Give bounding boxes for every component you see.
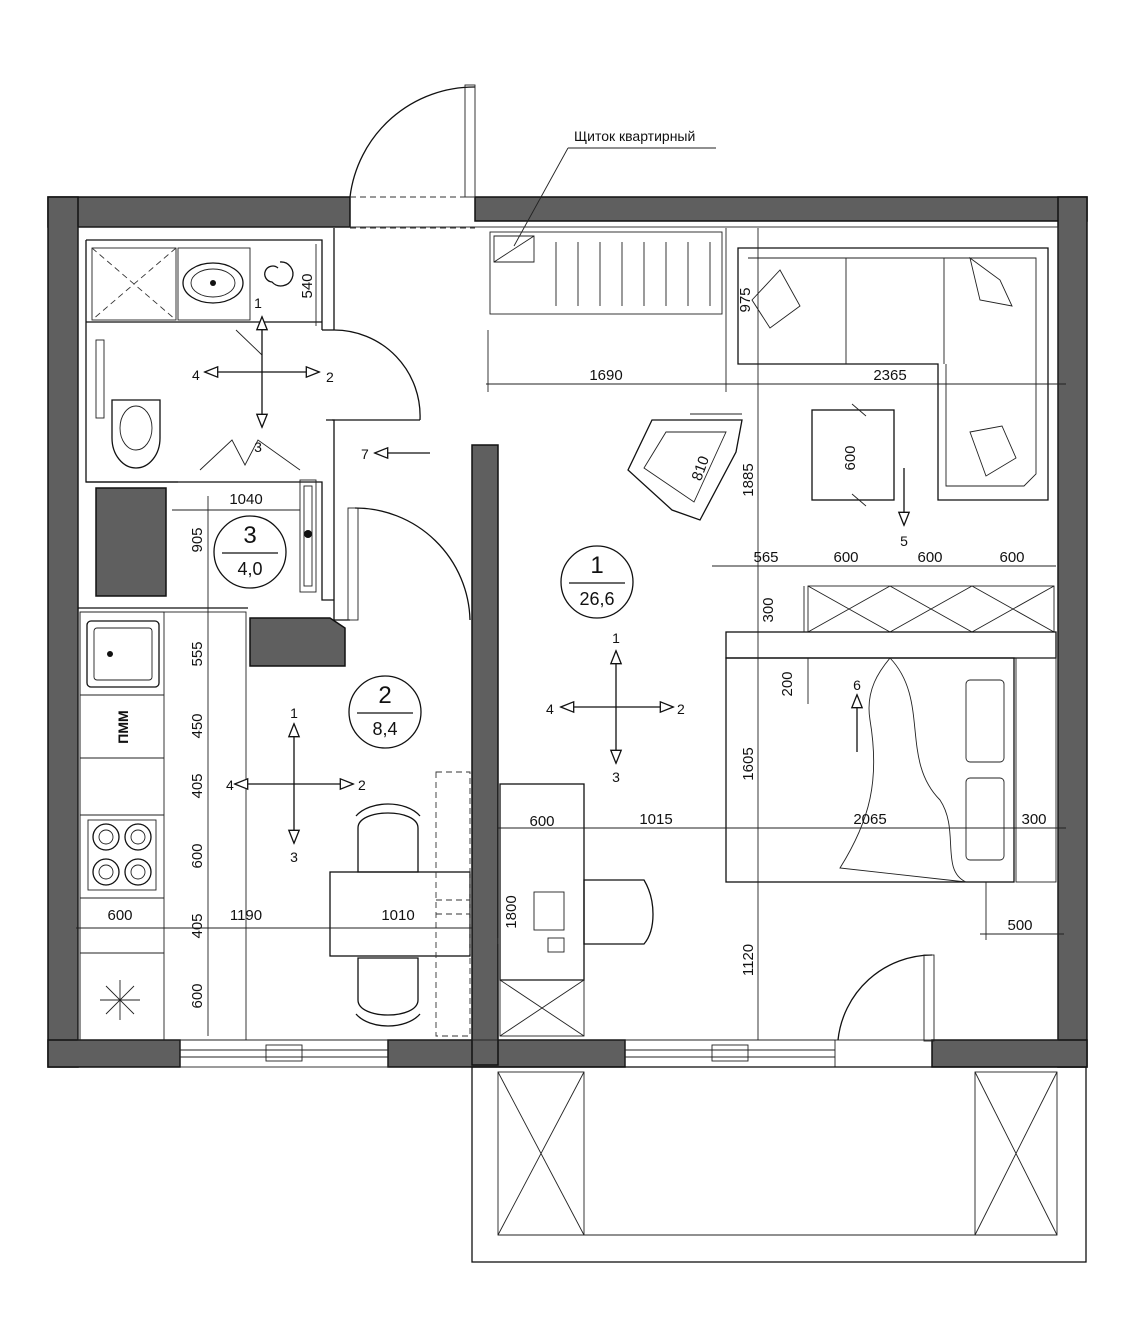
dim-300-right: 300 [1021, 811, 1046, 828]
kitchen-marker-4: 4 [226, 777, 234, 793]
inner-walls [77, 226, 1059, 1041]
dim-1120: 1120 [740, 944, 757, 976]
room-2-number: 2 [378, 682, 391, 709]
dim-1040: 1040 [229, 491, 262, 508]
fridge-icon [100, 980, 140, 1020]
panel-callout: Щиток квартирный [513, 128, 716, 247]
living-marker-1: 1 [612, 630, 620, 646]
balcony [471, 1066, 1087, 1263]
tv-unit [807, 585, 1055, 633]
dining-chair-bottom [355, 957, 421, 1027]
dim-905: 905 [189, 527, 206, 552]
dining-chair-top [355, 803, 421, 873]
kitchen-window [179, 1039, 389, 1068]
bath-marker-1: 1 [254, 295, 262, 311]
dim-1190: 1190 [230, 907, 262, 924]
outer-walls [47, 196, 1088, 1068]
room-2-area: 8,4 [372, 719, 397, 739]
dim-1605: 1605 [740, 747, 757, 780]
toilet [95, 339, 161, 469]
dim-300-shelf: 300 [760, 597, 777, 622]
dim-1690: 1690 [589, 367, 622, 384]
bathroom-door[interactable] [332, 329, 421, 421]
dim-1800: 1800 [503, 895, 520, 928]
dim-540: 540 [299, 273, 316, 298]
corner-sofa [737, 247, 1049, 501]
marker-7: 7 [361, 446, 369, 462]
kitchen-marker-3: 3 [290, 849, 298, 865]
dim-600-desk: 600 [529, 813, 554, 830]
washbasin [177, 247, 251, 321]
dimension-lines [76, 228, 1066, 1040]
vanity [299, 479, 317, 593]
wardrobe [489, 231, 723, 315]
dim-2065: 2065 [853, 811, 886, 828]
room-3-label: 3 4,0 [213, 515, 287, 589]
bathroom-furniture [235, 329, 263, 356]
bath-marker-4: 4 [192, 367, 200, 383]
dishwasher: ПММ [115, 710, 131, 743]
shower-tray [91, 247, 177, 321]
dim-500: 500 [1007, 917, 1032, 934]
extra-view-markers: 5 6 7 [361, 446, 908, 752]
bed [725, 657, 1057, 883]
dim-450: 450 [189, 713, 206, 738]
drain-icon [264, 261, 294, 287]
room-1-label: 1 26,6 [560, 545, 634, 619]
bath-marker-3: 3 [254, 439, 262, 455]
dim-555: 555 [189, 641, 206, 666]
armchair [627, 419, 743, 521]
cooktop [87, 819, 157, 891]
marker-5: 5 [900, 533, 908, 549]
kitchen-marker-1: 1 [290, 705, 298, 721]
dim-975: 975 [737, 287, 754, 312]
dim-405-b: 405 [189, 913, 206, 938]
living-marker-3: 3 [612, 769, 620, 785]
kitchen-marker-2: 2 [358, 777, 366, 793]
dim-2365: 2365 [873, 367, 906, 384]
partition [725, 631, 1057, 659]
coffee-table [811, 409, 895, 501]
washing-machine-door [199, 439, 301, 471]
dim-565: 565 [753, 549, 778, 566]
living-marker-2: 2 [677, 701, 685, 717]
dim-810: 810 [689, 454, 714, 483]
dishwasher-label: ПММ [115, 710, 131, 743]
room-3-area: 4,0 [237, 559, 262, 579]
entrance-door[interactable] [349, 84, 476, 229]
dimension-labels: 1690 2365 975 810 600 1885 565 600 600 6… [107, 273, 1046, 1008]
room-3-number: 3 [243, 522, 256, 549]
dim-600-table: 600 [842, 445, 859, 470]
dim-200: 200 [779, 671, 796, 696]
living-view-markers: 1 2 3 4 [546, 630, 685, 785]
dim-1010: 1010 [381, 907, 414, 924]
desk-chair [583, 879, 654, 945]
dim-1885: 1885 [740, 463, 757, 496]
dining-table [329, 771, 471, 1037]
dim-600-b: 600 [917, 549, 942, 566]
dim-1015: 1015 [639, 811, 672, 828]
room-2-label: 2 8,4 [348, 675, 422, 749]
dim-600-k1: 600 [189, 843, 206, 868]
living-marker-4: 4 [546, 701, 554, 717]
room-1-area: 26,6 [579, 589, 614, 609]
bath-marker-2: 2 [326, 369, 334, 385]
dim-600-k-left: 600 [107, 907, 132, 924]
dim-600-k2: 600 [189, 983, 206, 1008]
sink-icon [86, 620, 160, 688]
kitchen-counter [79, 611, 165, 1041]
dim-405-a: 405 [189, 773, 206, 798]
kitchen-view-markers: 1 2 3 4 [226, 705, 366, 865]
dim-600-a: 600 [833, 549, 858, 566]
panel-label: Щиток квартирный [574, 128, 695, 144]
kitchen-door[interactable] [347, 507, 471, 621]
dim-600-c: 600 [999, 549, 1024, 566]
balcony-door[interactable] [837, 954, 935, 1042]
marker-6: 6 [853, 677, 861, 693]
living-window [624, 1039, 836, 1068]
room-1-number: 1 [590, 552, 603, 579]
bathroom-view-markers: 1 2 3 4 [192, 295, 334, 455]
